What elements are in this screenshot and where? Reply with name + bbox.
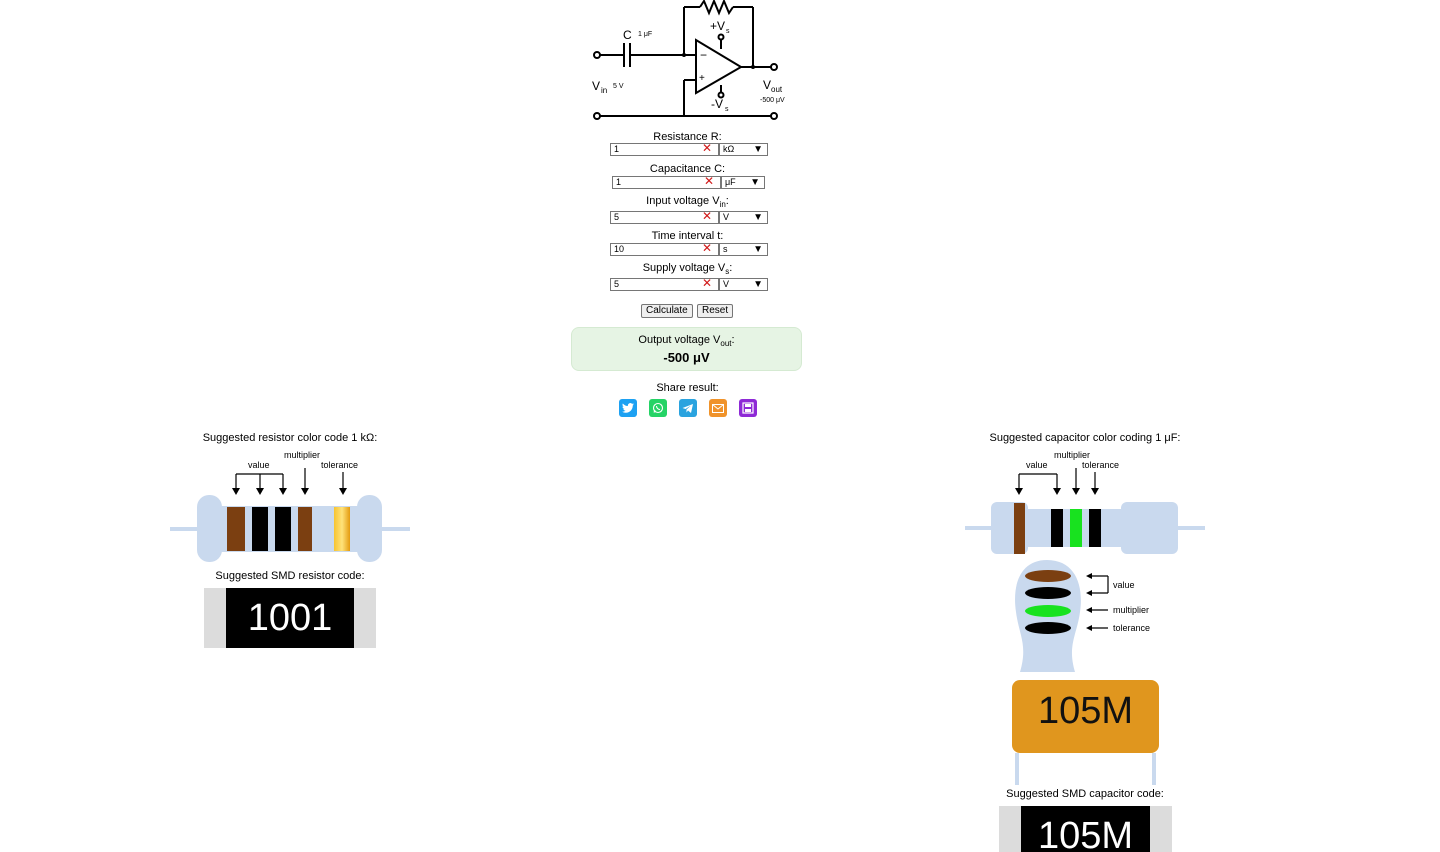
svg-text:−: −	[700, 48, 707, 62]
share-label: Share result:	[656, 382, 719, 394]
chevron-down-icon: ▼	[750, 177, 760, 188]
vin-label: V	[592, 79, 600, 93]
capacitor-code: 105M	[1037, 690, 1134, 732]
resistance-unit-select[interactable]: kΩ▼	[719, 143, 768, 156]
chevron-down-icon: ▼	[753, 279, 763, 290]
capacitor-axial-diagram	[965, 468, 1205, 554]
supply-voltage-clear-icon[interactable]: ✕	[701, 276, 713, 290]
supply-voltage-row: ✕ V▼	[610, 276, 770, 291]
chevron-down-icon: ▼	[753, 244, 763, 255]
capacitor-color-code-title: Suggested capacitor color coding 1 μF:	[989, 432, 1181, 444]
resistor-band-2	[252, 507, 268, 551]
resistance-label: Resistance R:	[653, 131, 722, 143]
twitter-icon[interactable]	[619, 399, 637, 417]
disc-band-multiplier	[1025, 605, 1071, 617]
resistance-input[interactable]	[610, 143, 719, 156]
chevron-down-icon: ▼	[753, 212, 763, 223]
vout-value: -500 μV	[760, 97, 785, 104]
result-label: Output voltage Vout:	[638, 334, 735, 349]
disc-band-2	[1025, 587, 1071, 599]
supply-voltage-unit-select[interactable]: V▼	[719, 278, 768, 291]
smd-capacitor-code: 105M	[1021, 806, 1150, 852]
result-value: -500 μV	[663, 350, 710, 366]
resistor-band-1	[227, 507, 245, 551]
capacitance-row: ✕ μF▼	[612, 174, 772, 189]
capacitor-value: 1 μF	[638, 31, 652, 38]
vs-plus-label: +V	[710, 19, 725, 33]
resistor-value-label: value	[248, 460, 270, 470]
input-voltage-input[interactable]	[610, 211, 719, 224]
capacitance-input[interactable]	[612, 176, 721, 189]
capacitance-label: Capacitance C:	[649, 163, 726, 175]
reset-button[interactable]: Reset	[697, 304, 734, 318]
input-voltage-label: Input voltage Vin:	[646, 195, 729, 210]
resistor-diagram	[170, 468, 410, 562]
input-voltage-row: ✕ V▼	[610, 209, 770, 224]
chevron-down-icon: ▼	[753, 144, 763, 155]
smd-capacitor-title: Suggested SMD capacitor code:	[1006, 788, 1164, 800]
input-voltage-clear-icon[interactable]: ✕	[701, 209, 713, 223]
capacitor-multiplier-label: multiplier	[1054, 450, 1091, 460]
smd-resistor-chip: 1001	[204, 588, 376, 648]
email-icon[interactable]	[709, 399, 727, 417]
ceramic-capacitor-body	[1012, 680, 1159, 753]
resistor-band-3	[275, 507, 291, 551]
integrator-circuit-diagram: − + C 1 μF V in 5 V +V s -V s V out -500…	[592, 0, 785, 120]
capacitor-band-multiplier	[1070, 509, 1082, 547]
resistance-clear-icon[interactable]: ✕	[701, 141, 713, 155]
capacitor-band-1	[1014, 503, 1025, 554]
disc-value-label: value	[1113, 580, 1135, 590]
time-interval-input[interactable]	[610, 243, 719, 256]
capacitor-label: C	[623, 28, 632, 42]
resistor-band-multiplier	[298, 507, 312, 551]
disc-tolerance-label: tolerance	[1113, 623, 1151, 633]
smd-capacitor-chip: 105M	[999, 806, 1172, 852]
vin-value: 5 V	[613, 83, 624, 90]
resistor-color-code-title: Suggested resistor color code 1 kΩ:	[202, 432, 378, 444]
capacitance-unit-select[interactable]: μF▼	[721, 176, 765, 189]
capacitor-value-label: value	[1026, 460, 1048, 470]
time-interval-label: Time interval t:	[651, 230, 724, 242]
time-interval-clear-icon[interactable]: ✕	[701, 241, 713, 255]
disc-band-1	[1025, 570, 1071, 582]
svg-text:+: +	[699, 73, 705, 84]
capacitor-dipped-diagram	[1012, 560, 1159, 785]
calculate-button[interactable]: Calculate	[641, 304, 693, 318]
resistor-band-tolerance	[334, 507, 350, 551]
supply-voltage-label: Supply voltage Vs:	[642, 262, 733, 277]
disc-multiplier-label: multiplier	[1113, 605, 1150, 615]
vs-plus-sub: s	[726, 28, 730, 35]
vs-minus-sub: s	[725, 106, 729, 113]
vout-sub: out	[771, 85, 783, 94]
input-voltage-unit-select[interactable]: V▼	[719, 211, 768, 224]
telegram-icon[interactable]	[679, 399, 697, 417]
supply-voltage-input[interactable]	[610, 278, 719, 291]
whatsapp-icon[interactable]	[649, 399, 667, 417]
capacitor-band-tolerance	[1089, 509, 1101, 547]
capacitor-tolerance-label: tolerance	[1082, 460, 1120, 470]
time-interval-unit-select[interactable]: s▼	[719, 243, 768, 256]
resistor-multiplier-label: multiplier	[284, 450, 321, 460]
vout-label: V	[763, 78, 771, 92]
vs-minus-label: -V	[711, 97, 723, 111]
disc-band-tolerance	[1025, 622, 1071, 634]
vin-sub: in	[601, 86, 607, 95]
result-panel: Output voltage Vout: -500 μV	[571, 327, 802, 371]
capacitance-clear-icon[interactable]: ✕	[703, 174, 715, 188]
save-icon[interactable]	[739, 399, 757, 417]
time-interval-row: ✕ s▼	[610, 241, 770, 256]
resistance-row: ✕ kΩ▼	[610, 141, 770, 156]
smd-resistor-code: 1001	[226, 588, 354, 648]
smd-resistor-title: Suggested SMD resistor code:	[215, 570, 365, 582]
capacitor-band-2	[1051, 509, 1063, 547]
resistor-tolerance-label: tolerance	[321, 460, 359, 470]
